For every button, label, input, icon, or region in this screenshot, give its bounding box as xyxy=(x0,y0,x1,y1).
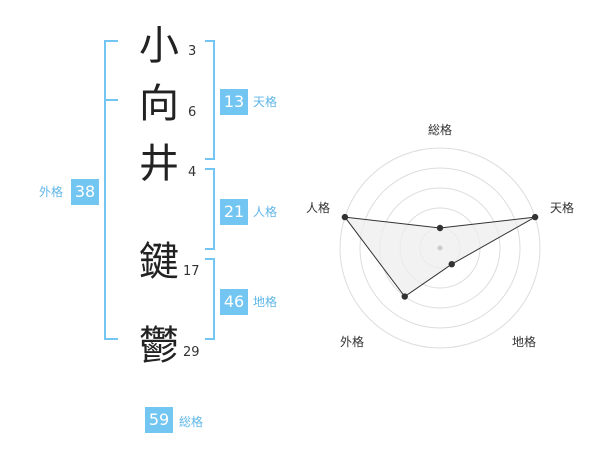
chikaku-label: 地格 xyxy=(253,295,278,309)
tenkaku-value: 13 xyxy=(220,89,248,115)
stroke-count-5: 29 xyxy=(183,345,200,360)
tenkaku-label: 天格 xyxy=(253,95,278,109)
name-char-1: 小 xyxy=(139,23,179,69)
stroke-count-4: 17 xyxy=(183,264,200,279)
radar-axis-label: 総格 xyxy=(428,122,452,137)
gaikaku-label: 外格 xyxy=(39,185,64,199)
radar-center xyxy=(437,245,443,251)
jinkaku-value: 21 xyxy=(220,199,248,225)
name-char-3: 井 xyxy=(139,141,179,187)
radar-point xyxy=(436,224,444,232)
stroke-count-3: 4 xyxy=(188,165,197,180)
gaikaku-value: 38 xyxy=(71,179,99,205)
radar-data-polygon xyxy=(343,216,536,298)
radar-axis-label: 地格 xyxy=(512,334,536,349)
soukaku-label: 総格 xyxy=(179,415,204,429)
radar-point xyxy=(531,213,539,221)
radar-grid-ring xyxy=(359,167,521,329)
tenkaku-bracket xyxy=(205,40,215,160)
soukaku-value: 59 xyxy=(145,407,173,433)
radar-grid-ring xyxy=(339,147,541,349)
radar-point xyxy=(401,293,408,300)
name-char-5: 鬱 xyxy=(139,323,179,369)
radar-axis-label: 人格 xyxy=(306,200,330,215)
name-char-4: 鍵 xyxy=(139,239,179,285)
gaikaku-bracket xyxy=(104,40,118,340)
chikaku-bracket xyxy=(205,258,215,340)
radar-axis-label: 天格 xyxy=(550,200,574,215)
stroke-count-1: 3 xyxy=(188,44,197,59)
chikaku-value: 46 xyxy=(220,289,248,315)
jinkaku-bracket xyxy=(205,168,215,250)
stroke-count-2: 6 xyxy=(188,105,197,120)
radar-axis-label: 外格 xyxy=(340,334,364,349)
radar-point xyxy=(448,260,455,268)
name-char-2: 向 xyxy=(139,81,179,127)
jinkaku-label: 人格 xyxy=(253,205,278,219)
radar-point xyxy=(341,213,349,221)
